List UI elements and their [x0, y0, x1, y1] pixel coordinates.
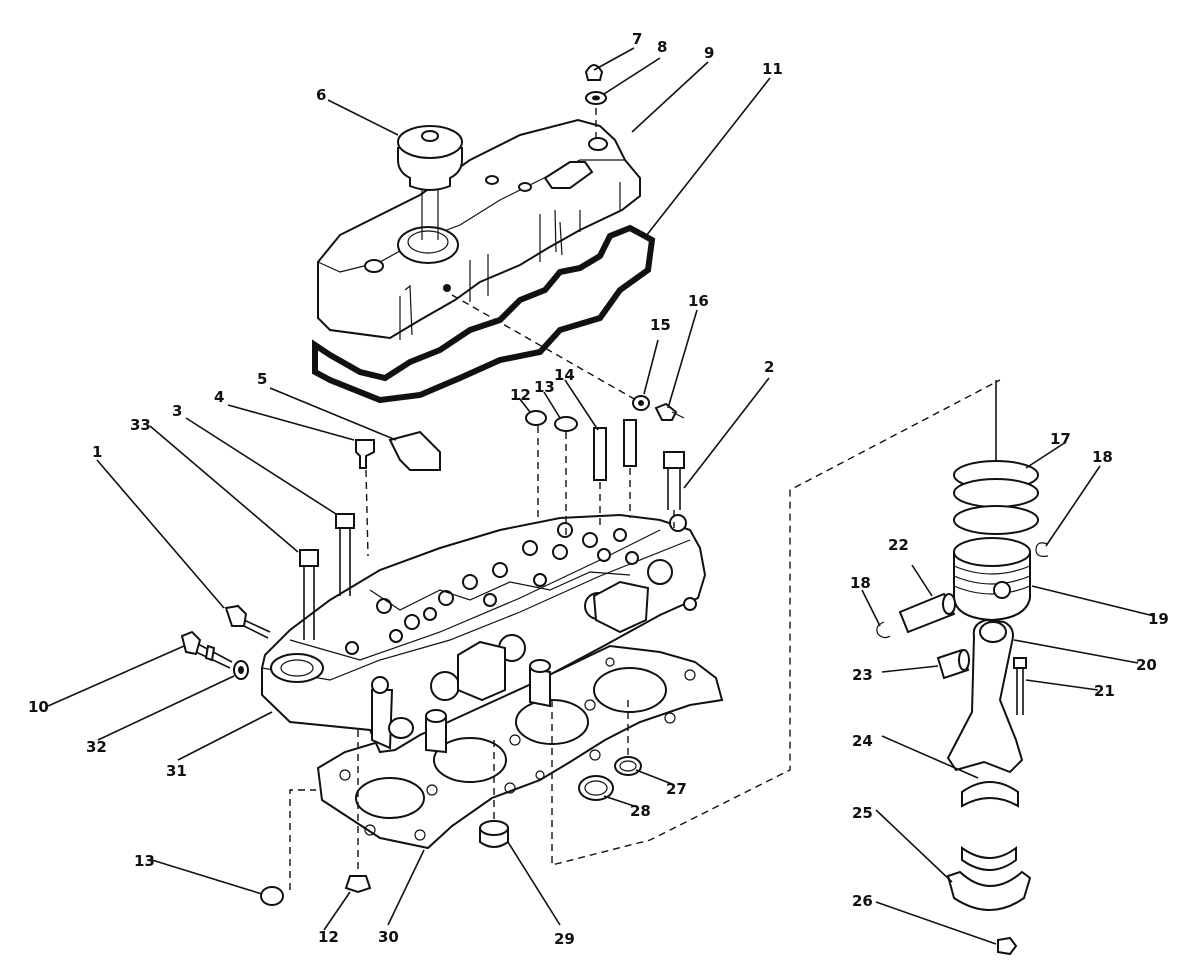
- callout-21: 21: [1094, 682, 1115, 700]
- callout-31: 31: [166, 762, 187, 780]
- callout-33: 33: [130, 416, 151, 434]
- callout-28: 28: [630, 802, 651, 820]
- callout-7: 7: [632, 30, 642, 48]
- seal-ring: [479, 740, 509, 848]
- callout-12-top: 12: [510, 386, 531, 404]
- callout-22: 22: [888, 536, 909, 554]
- callout-2: 2: [764, 358, 774, 376]
- rod-nut: [997, 936, 1018, 956]
- bracket: [388, 430, 441, 471]
- callout-25: 25: [852, 804, 873, 822]
- callout-3: 3: [172, 402, 182, 420]
- oil-filler-cap: [397, 125, 463, 240]
- callout-10: 10: [28, 698, 49, 716]
- rod-bushing: [936, 648, 970, 680]
- callout-27: 27: [666, 780, 687, 798]
- cup-plug-top: [554, 416, 578, 540]
- callout-18-left: 18: [850, 574, 871, 592]
- leader-lines: [47, 47, 1155, 945]
- elbow-fitting: [355, 439, 375, 557]
- callout-11: 11: [762, 60, 783, 78]
- wrist-pin: [898, 592, 956, 634]
- breather-bolt: [654, 402, 685, 421]
- callout-15: 15: [650, 316, 671, 334]
- cylinder-head: [261, 513, 707, 754]
- callout-23: 23: [852, 666, 873, 684]
- callout-20: 20: [1136, 656, 1157, 674]
- callout-30: 30: [378, 928, 399, 946]
- bearing-insert-lower: [961, 845, 1017, 871]
- callout-9: 9: [704, 44, 714, 62]
- rod-cap: [946, 870, 1032, 911]
- breather-washer: [632, 395, 650, 411]
- head-bolt-medium: [335, 513, 355, 596]
- water-seal-large: [578, 775, 614, 801]
- callout-13-top: 13: [534, 378, 555, 396]
- callout-8: 8: [657, 38, 667, 56]
- connecting-rod: [946, 618, 1024, 774]
- dowel-tube-1: [593, 427, 607, 530]
- expansion-plug-bottom: [344, 875, 372, 894]
- callout-26: 26: [852, 892, 873, 910]
- oil-pressure-switch: [180, 630, 233, 669]
- callout-24: 24: [852, 732, 873, 750]
- head-bolt-long: [299, 549, 319, 640]
- callout-19: 19: [1148, 610, 1169, 628]
- bearing-insert-upper: [961, 781, 1019, 808]
- switch-washer: [233, 660, 249, 680]
- callout-14: 14: [554, 366, 575, 384]
- callout-32: 32: [86, 738, 107, 756]
- callout-17: 17: [1050, 430, 1071, 448]
- cup-plug-bottom: [260, 886, 284, 906]
- snap-ring-right: [1035, 542, 1049, 557]
- acorn-nut: [584, 64, 604, 81]
- callout-16: 16: [688, 292, 709, 310]
- callout-12-bottom: 12: [318, 928, 339, 946]
- callout-1: 1: [92, 443, 102, 461]
- callout-29: 29: [554, 930, 575, 948]
- dowel-tube-2: [623, 419, 637, 518]
- callout-4: 4: [214, 388, 224, 406]
- water-seal-small: [614, 700, 642, 776]
- piston: [953, 537, 1031, 622]
- piston-rings: [953, 460, 1039, 535]
- valve-cover: [317, 118, 641, 340]
- rod-bolt: [1013, 657, 1027, 715]
- expansion-plug-top: [525, 410, 547, 520]
- callout-labels: 1 2 3 4 5 6 7 8 9 11 10 12 13 14 15 16 1…: [28, 30, 1169, 948]
- callout-18-right: 18: [1092, 448, 1113, 466]
- valve-cover-gasket: [312, 224, 656, 404]
- callout-6: 6: [316, 86, 326, 104]
- temperature-sender: [224, 604, 271, 639]
- head-bolt-short: [663, 451, 685, 528]
- callout-5: 5: [257, 370, 267, 388]
- head-gasket: [316, 644, 724, 850]
- sealing-washer: [585, 91, 607, 138]
- callout-13-bottom: 13: [134, 852, 155, 870]
